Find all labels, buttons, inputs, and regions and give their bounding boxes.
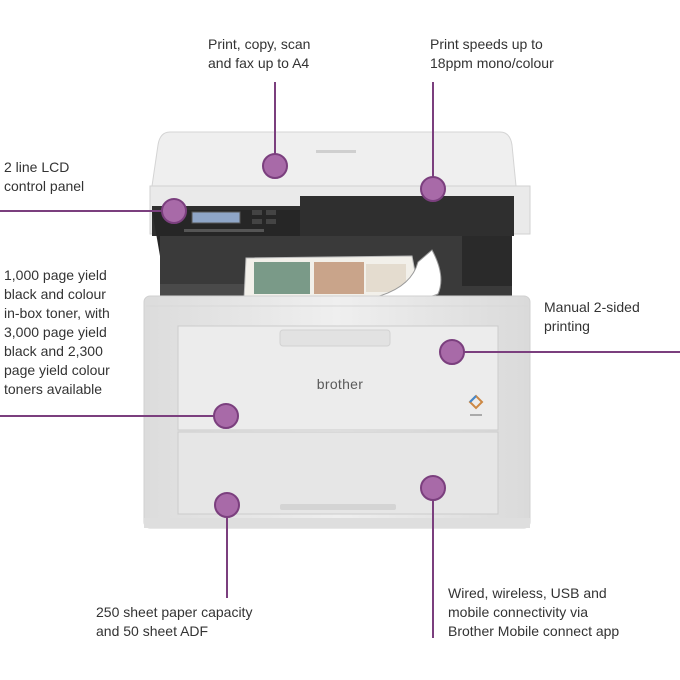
marker-dot: [161, 198, 187, 224]
marker-dot: [420, 176, 446, 202]
callout-print-copy: Print, copy, scan and fax up to A4: [208, 36, 311, 71]
cavity-side: [462, 236, 512, 286]
callout-lcd: 2 line LCD control panel: [4, 159, 85, 194]
callout-connectivity: Wired, wireless, USB and mobile connecti…: [448, 585, 620, 639]
callout-duplex: Manual 2-sided printing: [544, 299, 640, 334]
panel-button: [252, 219, 262, 224]
base: [144, 518, 530, 528]
callout-print-speed: Print speeds up to 18ppm mono/colour: [430, 36, 554, 71]
marker-dot: [439, 339, 465, 365]
brand-logo: brother: [316, 376, 364, 392]
scanner-lid: [151, 131, 517, 187]
front-handle: [279, 329, 391, 347]
photo-area: [254, 262, 310, 294]
panel-button: [252, 210, 262, 215]
leader-lines: [0, 82, 680, 638]
callout-toner: 1,000 page yield black and colour in-box…: [4, 267, 110, 397]
cavity-floor: [160, 284, 250, 296]
callout-markers: [161, 153, 465, 518]
panel-button: [266, 219, 276, 224]
callout-paper: 250 sheet paper capacity and 50 sheet AD…: [96, 604, 253, 639]
marker-dot: [214, 492, 240, 518]
lid-badge: [316, 150, 356, 153]
marker-dot: [262, 153, 288, 179]
panel-strip: [184, 229, 264, 232]
lcd-screen: [191, 211, 241, 224]
logo-caption: [470, 414, 482, 416]
photo-area: [314, 262, 364, 294]
marker-dot: [213, 403, 239, 429]
colour-logo-icon: [469, 395, 477, 403]
marker-dot: [420, 475, 446, 501]
panel-button: [266, 210, 276, 215]
tray-handle: [280, 504, 396, 510]
